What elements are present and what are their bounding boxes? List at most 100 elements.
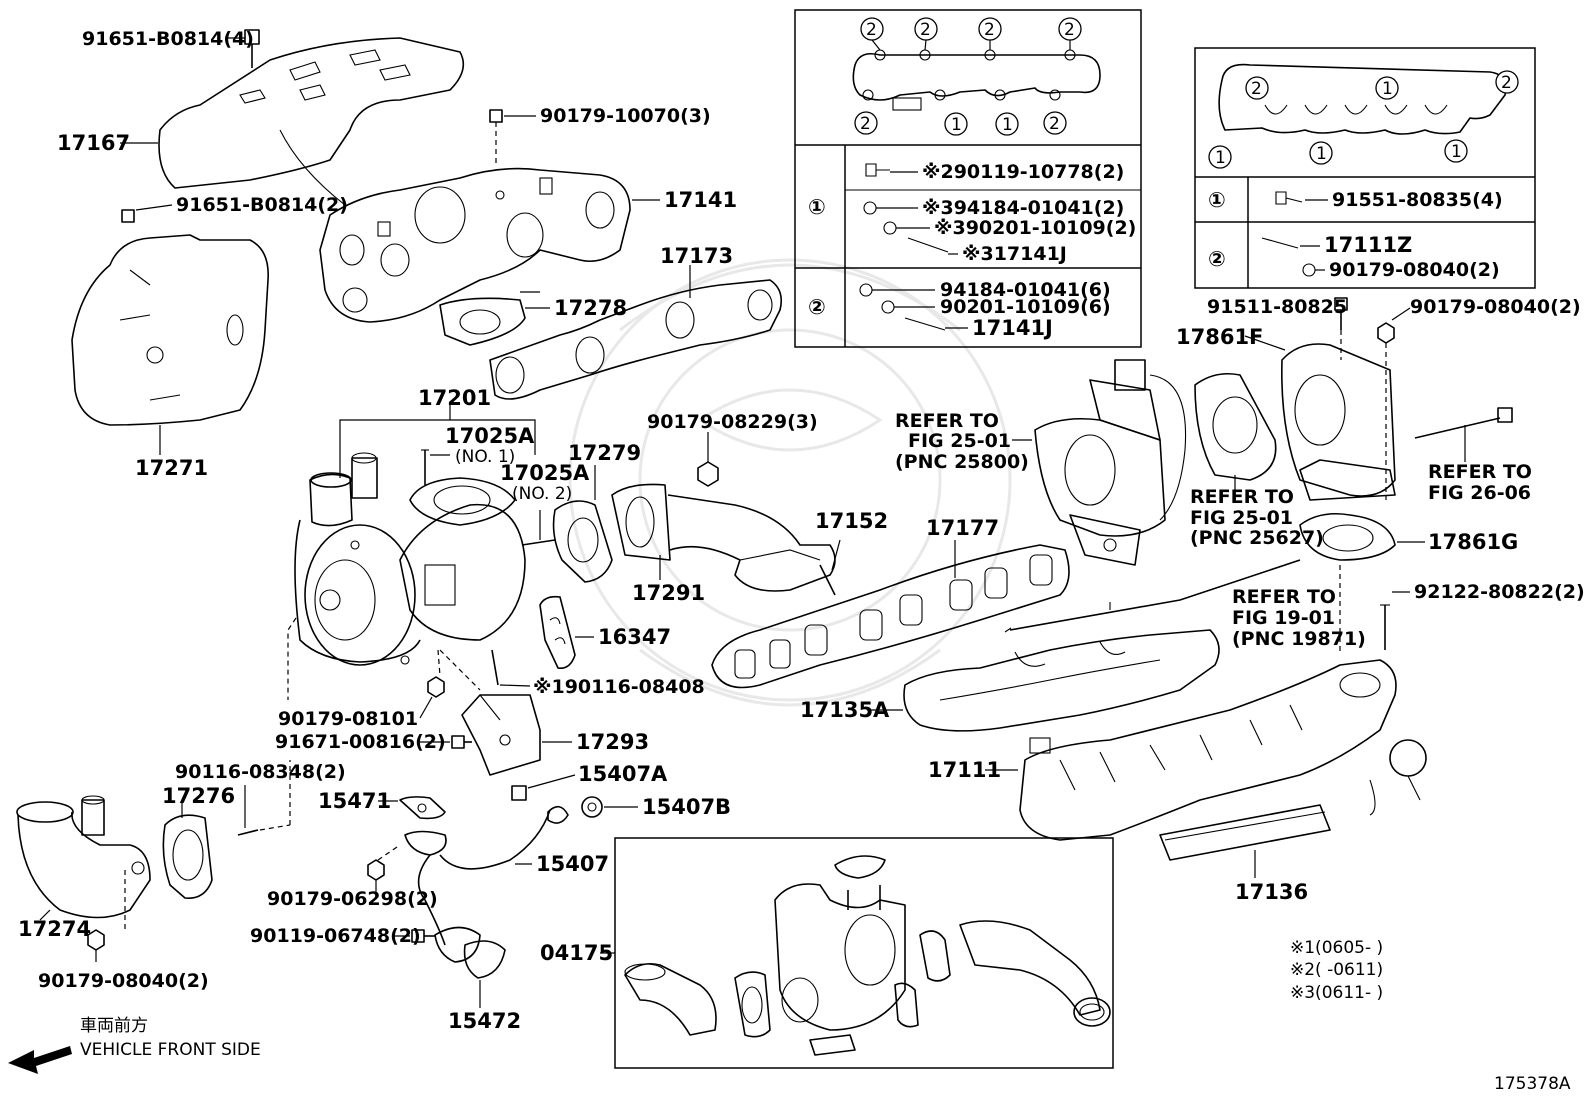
footnote-3: ※3(0611- ) — [1290, 983, 1383, 1003]
part-label-17152: 17152 — [815, 509, 888, 533]
part-label-16347: 16347 — [598, 625, 671, 649]
marker-1: 1 — [1215, 148, 1226, 168]
throttle-body-17861f — [1244, 330, 1396, 501]
refer-19-01-line — [1004, 559, 1301, 633]
part-label-90179-06298-2: 90179-06298(2) — [267, 888, 438, 910]
part-label-190116-08408: ※190116-08408 — [533, 676, 705, 698]
marker-1: 1 — [951, 115, 962, 135]
stud-17025a-1 — [421, 449, 450, 485]
part-label: 91551-80835(4) — [1332, 189, 1503, 211]
intake-gasket-17177 — [711, 540, 1070, 689]
refer-note-3-line2: FIG 26-06 — [1428, 482, 1531, 504]
gasket-17279 — [552, 465, 613, 583]
gasket-17276 — [162, 800, 213, 899]
bolt-91511-80825 — [1334, 297, 1348, 330]
vehicle-front-arrow-icon — [8, 1046, 72, 1074]
part-label-90179-08040-2-b: 90179-08040(2) — [38, 970, 209, 992]
refer-note-1-line1: REFER TO — [895, 410, 999, 432]
union-bolt-15407a — [511, 774, 576, 801]
part-label-17141: 17141 — [664, 188, 737, 212]
part-label-15471: 15471 — [318, 789, 391, 813]
inset-left-row1-marker: ① — [808, 195, 826, 219]
direction-label-jp: 車両前方 — [80, 1016, 148, 1036]
bolt-91671-00816 — [420, 735, 472, 749]
marker-1: 1 — [1451, 142, 1462, 162]
part-label: 17141J — [972, 316, 1053, 340]
part-label-92122-80822-2: 92122-80822(2) — [1414, 581, 1585, 603]
part-label-17274: 17274 — [18, 917, 91, 941]
part-label-91651-b0814-2: 91651-B0814(2) — [176, 194, 348, 216]
part-label-17173: 17173 — [660, 244, 733, 268]
oil-pipe-15407 — [378, 796, 569, 963]
marker-2: 2 — [860, 114, 871, 134]
part-label-17025a-no1: 17025A — [445, 424, 535, 448]
refer-note-1-line2: FIG 25-01 — [908, 430, 1011, 452]
intake-gasket-drawing — [1218, 63, 1507, 135]
part-label-no2: (NO. 2) — [512, 484, 572, 504]
heat-insulator-17167 — [158, 37, 465, 206]
refer-note-2-line3: (PNC 25627) — [1190, 527, 1324, 549]
stud-90116-08348 — [237, 760, 291, 836]
stud-17025a-2 — [521, 510, 556, 546]
part-label-17276: 17276 — [162, 784, 235, 808]
gasket-15407b — [581, 796, 638, 818]
part-label-17279: 17279 — [568, 441, 641, 465]
nut-90179-08229 — [697, 432, 719, 487]
intake-manifold-17111 — [985, 659, 1427, 841]
part-label-15407: 15407 — [536, 852, 609, 876]
stud-92122-80822 — [1339, 565, 1410, 655]
refer-note-3-line1: REFER TO — [1428, 461, 1532, 483]
part-label: ※394184-01041(2) — [922, 197, 1124, 219]
part-label-17861f: 17861F — [1176, 325, 1263, 349]
refer-note-4-line1: REFER TO — [1232, 586, 1336, 608]
part-label-17291: 17291 — [632, 581, 705, 605]
gasket-15472 — [463, 940, 506, 1008]
part-label-90179-10070-3: 90179-10070(3) — [540, 105, 711, 127]
marker-2: 2 — [920, 20, 931, 40]
marker-2: 2 — [1251, 79, 1262, 99]
footnote-1: ※1(0605- ) — [1290, 938, 1383, 958]
part-label-17111: 17111 — [928, 758, 1001, 782]
nut-90179-10070: 90179-10070(3) — [489, 105, 711, 165]
bracket-17293 — [461, 694, 572, 776]
marker-1: 1 — [1002, 115, 1013, 135]
nut-90179-08040-a — [1377, 307, 1411, 344]
inset-right-box: 2 1 2 1 1 1 ① 91551-80835(4) ② 17111Z 90… — [1194, 47, 1536, 289]
refer-note-4-line3: (PNC 19871) — [1232, 628, 1366, 650]
cover-17136 — [1159, 804, 1331, 878]
marker-2: 2 — [1501, 73, 1512, 93]
part-label-90119-06748-2: 90119-06748(2) — [250, 925, 421, 947]
part-label: 90201-10109(6) — [940, 296, 1111, 318]
part-label-17201: 17201 — [418, 386, 491, 410]
part-label-17167: 17167 — [57, 131, 130, 155]
inset-left-box: 2 2 2 2 2 1 1 2 ① ※290119-10778(2) ※3941… — [794, 9, 1142, 348]
long-bolt — [1414, 407, 1513, 462]
refer-note-4-line2: FIG 19-01 — [1232, 607, 1335, 629]
marker-2: 2 — [984, 20, 995, 40]
inset-right-row2-marker: ② — [1208, 247, 1226, 271]
part-label-17293: 17293 — [576, 730, 649, 754]
part-label-17025a-no2: 17025A — [500, 461, 590, 485]
exhaust-pipe-17291 — [611, 483, 836, 592]
heat-insulator-17271 — [71, 234, 269, 455]
refer-note-1-line3: (PNC 25800) — [895, 451, 1029, 473]
part-label-91651-b0814-4: 91651-B0814(4) — [82, 28, 254, 50]
part-label: ※390201-10109(2) — [934, 217, 1136, 239]
part-label: 17111Z — [1324, 233, 1412, 257]
part-label-15472: 15472 — [448, 1009, 521, 1033]
part-label: 90179-08040(2) — [1329, 259, 1500, 281]
part-label-90179-08040-2-a: 90179-08040(2) — [1410, 296, 1581, 318]
intake-manifold-17135a — [870, 629, 1220, 732]
marker-2: 2 — [1064, 20, 1075, 40]
marker-2: 2 — [1049, 114, 1060, 134]
part-label-04175: 04175 — [540, 941, 613, 965]
egr-gasket — [1194, 372, 1277, 490]
part-label: 94184-01041(6) — [940, 279, 1111, 301]
part-label-91671-00816-2: 91671-00816(2) — [275, 731, 446, 753]
part-label-90179-08229-3: 90179-08229(3) — [647, 411, 818, 433]
gasket-17861g — [1299, 512, 1425, 561]
part-label-15407a: 15407A — [578, 762, 668, 786]
bolt-91651-top: 91651-B0814(4) — [82, 28, 260, 68]
direction-label-en: VEHICLE FRONT SIDE — [80, 1040, 261, 1060]
manifold-gasket-drawing — [852, 52, 1101, 101]
